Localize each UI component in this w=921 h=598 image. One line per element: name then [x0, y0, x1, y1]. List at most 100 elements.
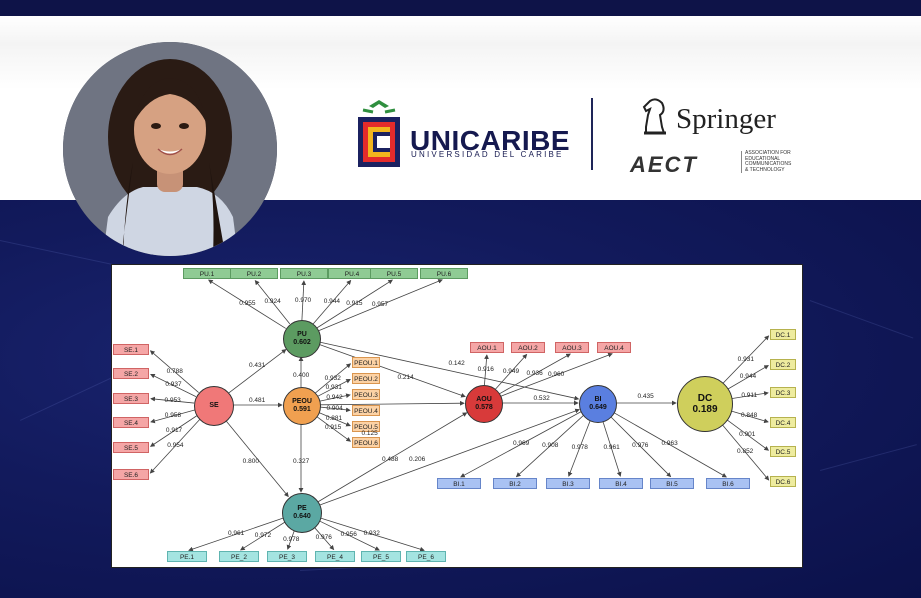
path-arrow: [317, 411, 351, 427]
indicator-aou-3: AOU.3: [555, 342, 589, 353]
loading-pu-6: 0.957: [371, 301, 389, 309]
loading-bi-2: 0.908: [542, 441, 559, 449]
indicator-aou-2: AOU.2: [511, 342, 545, 353]
path-arrow: [149, 415, 198, 447]
indicator-peou-1: PEOU.1: [352, 357, 380, 368]
loading-pe-5: 0.956: [340, 531, 357, 539]
indicator-se-6: SE.6: [113, 469, 149, 480]
loading-pu-4: 0.944: [323, 298, 340, 306]
loading-aou-1: 0.916: [477, 366, 494, 374]
indicator-se-2: SE.2: [113, 368, 149, 379]
path-arrow: [460, 411, 582, 478]
loading-peou-1: 0.932: [324, 374, 341, 382]
indicator-se-4: SE.4: [113, 417, 149, 428]
path-coef-pu-bi: 0.142: [448, 360, 465, 368]
construct-label: AOU: [476, 395, 492, 403]
diagram-edges: [149, 279, 770, 552]
path-arrow: [318, 400, 465, 406]
loading-se-1: 0.788: [166, 367, 183, 375]
path-coef-se-pe: 0.800: [242, 458, 259, 466]
path-arrow: [727, 365, 769, 390]
path-arrow: [150, 373, 197, 397]
path-coef-se-peou: 0.481: [249, 397, 266, 404]
loading-pe-6: 0.932: [363, 530, 380, 538]
path-arrow: [149, 418, 201, 474]
loading-pe-3: 0.978: [283, 535, 300, 543]
indicator-pu-4: PU.4: [328, 268, 376, 279]
indicator-pu-2: PU.2: [230, 268, 278, 279]
path-arrow: [312, 279, 352, 325]
loading-dc-3: 0.911: [741, 391, 758, 399]
path-coef-peou-aou: 0.125: [361, 430, 378, 437]
loading-pu-5: 0.915: [346, 300, 363, 308]
indicator-bi-1: BI.1: [437, 478, 481, 489]
indicator-pe-2: PE_2: [219, 551, 259, 562]
indicator-dc-5: DC.5: [770, 446, 796, 457]
path-arrow: [227, 349, 287, 394]
path-arrow: [725, 418, 770, 451]
path-arrow: [317, 519, 380, 551]
path-arrow: [515, 414, 584, 478]
indicator-dc-6: DC.6: [770, 476, 796, 487]
construct-label: BI: [594, 395, 602, 403]
path-coef-peou-pe: 0.327: [293, 457, 310, 465]
path-coef-pu-aou: 0.214: [397, 374, 414, 382]
path-arrow: [319, 517, 425, 552]
path-arrow: [315, 415, 352, 442]
university-name: UNICARIBE: [410, 125, 571, 156]
loading-aou-3: 0.936: [526, 370, 543, 378]
path-arrow: [315, 279, 393, 329]
indicator-dc-1: DC.1: [770, 329, 796, 340]
indicator-pe-4: PE_4: [315, 551, 355, 562]
path-arrow: [612, 411, 727, 478]
path-arrow: [150, 409, 195, 424]
construct-r2: 0.602: [293, 339, 311, 346]
loading-pu-3: 0.970: [294, 296, 312, 304]
path-arrow: [318, 406, 351, 413]
indicator-pu-6: PU.6: [420, 268, 468, 279]
indicator-se-5: SE.5: [113, 442, 149, 453]
path-arrow: [317, 343, 466, 398]
path-arrow: [313, 526, 335, 551]
indicator-bi-4: BI.4: [599, 478, 643, 489]
university-subtitle: UNIVERSIDAD DEL CARIBE: [411, 150, 564, 159]
indicator-bi-6: BI.6: [706, 478, 750, 489]
path-arrow: [317, 412, 468, 503]
publisher-name: Springer: [676, 103, 776, 135]
path-arrow: [301, 280, 307, 321]
loading-aou-4: 0.960: [547, 371, 565, 379]
indicator-pu-5: PU.5: [370, 268, 418, 279]
path-arrow: [318, 393, 351, 402]
loading-dc-1: 0.931: [737, 355, 754, 363]
loading-se-2: 0.937: [165, 381, 182, 389]
path-arrow: [286, 529, 295, 550]
indicator-pu-3: PU.3: [280, 268, 328, 279]
loading-pu-1: 0.955: [239, 300, 256, 308]
indicator-bi-5: BI.5: [650, 478, 694, 489]
loading-peou-5: 0.881: [325, 414, 343, 422]
loading-se-6: 0.954: [167, 442, 184, 449]
association-fullname: ASSOCIATION FOR EDUCATIONAL COMMUNICATIO…: [741, 150, 795, 174]
indicator-pu-1: PU.1: [183, 268, 231, 279]
loading-peou-4: 0.904: [326, 404, 343, 412]
path-arrow: [150, 396, 195, 404]
path-arrow: [494, 353, 528, 390]
path-arrow: [188, 517, 284, 552]
path-arrow: [316, 379, 351, 398]
path-arrow: [567, 419, 591, 477]
path-arrow: [721, 423, 770, 481]
construct-label: PU: [297, 330, 307, 338]
indicator-aou-4: AOU.4: [597, 342, 631, 353]
path-coef-peou-pu: 0.400: [293, 372, 310, 379]
path-arrow: [602, 420, 622, 477]
indicator-peou-6: PEOU.6: [352, 437, 380, 448]
loading-bi-1: 0.969: [512, 440, 530, 448]
path-arrow: [722, 335, 770, 384]
path-arrow: [498, 353, 571, 395]
loading-peou-2: 0.931: [325, 384, 342, 392]
loading-aou-2: 0.949: [502, 368, 520, 376]
path-arrow: [729, 410, 769, 424]
indicator-pe-5: PE_5: [361, 551, 401, 562]
